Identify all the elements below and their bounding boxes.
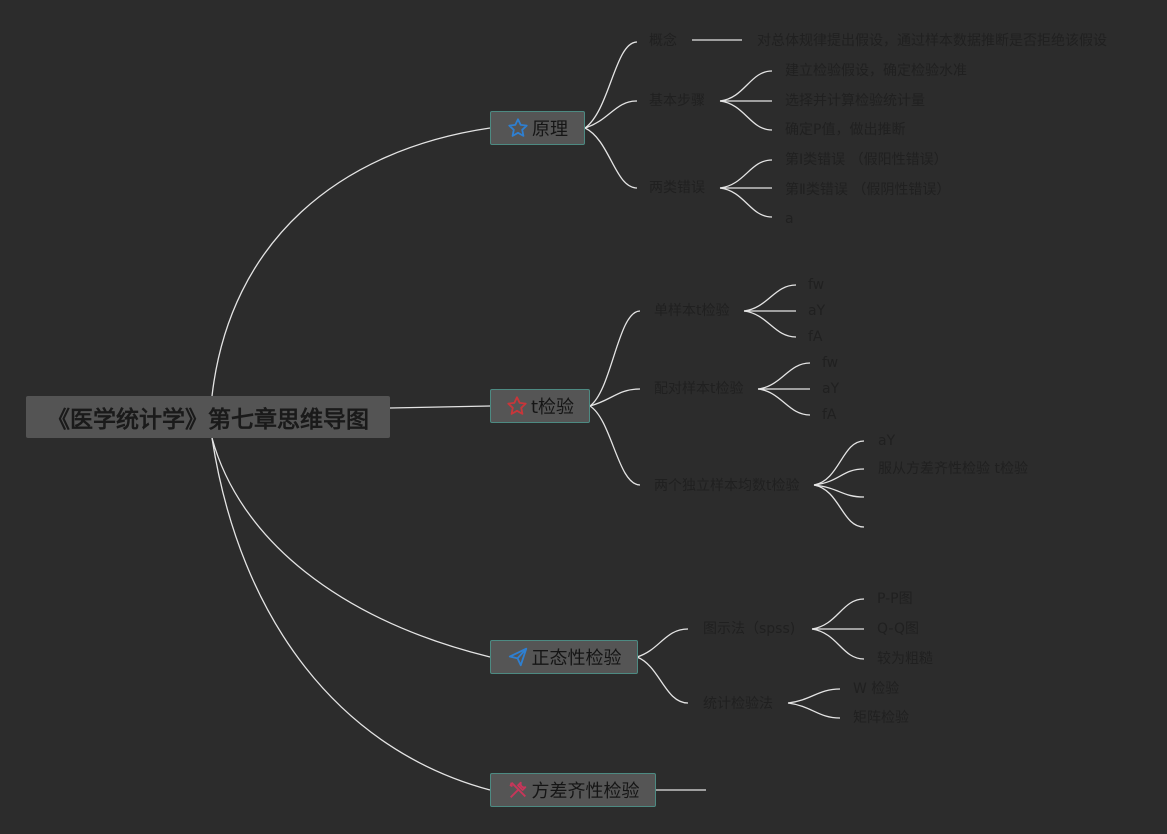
branch-label: 正态性检验 bbox=[531, 648, 622, 669]
star-outline-icon bbox=[508, 118, 528, 137]
topic-qq-plot[interactable]: Q-Q图 bbox=[877, 621, 919, 637]
branch-t-test[interactable]: t检验 bbox=[490, 389, 590, 423]
tools-icon bbox=[509, 781, 526, 798]
star-outline-icon bbox=[507, 396, 527, 415]
branch-principle[interactable]: 原理 bbox=[490, 111, 585, 145]
topic-step-1[interactable]: 建立检验假设，确定检验水准 bbox=[785, 63, 967, 79]
topic-leaf[interactable]: fw bbox=[808, 277, 825, 293]
branch-label: 方差齐性检验 bbox=[531, 781, 640, 802]
topic-leaf[interactable]: aY bbox=[808, 303, 826, 319]
branch-variance-homogeneity-test[interactable]: 方差齐性检验 bbox=[490, 773, 656, 807]
topic-pp-plot[interactable]: P-P图 bbox=[877, 591, 913, 607]
topic-concept[interactable]: 概念 bbox=[649, 33, 677, 49]
topic-leaf[interactable]: 服从方差齐性检验 t检验 bbox=[878, 461, 1028, 477]
topic-graphical-method[interactable]: 图示法（spss) bbox=[703, 621, 796, 637]
topic-leaf[interactable]: aY bbox=[878, 433, 896, 449]
topic-concept-description[interactable]: 对总体规律提出假设，通过样本数据推断是否拒绝该假设 bbox=[757, 33, 1107, 49]
topic-alpha[interactable]: a bbox=[785, 211, 794, 227]
topic-step-2[interactable]: 选择并计算检验统计量 bbox=[785, 93, 925, 109]
topic-paired-t-test[interactable]: 配对样本t检验 bbox=[654, 381, 744, 397]
topic-matrix-test[interactable]: 矩阵检验 bbox=[853, 710, 909, 726]
topic-statistical-test-method[interactable]: 统计检验法 bbox=[703, 696, 773, 712]
branch-label: 原理 bbox=[532, 119, 568, 140]
topic-independent-samples-t-test[interactable]: 两个独立样本均数t检验 bbox=[654, 478, 800, 494]
topic-leaf[interactable]: fw bbox=[822, 355, 839, 371]
topic-step-3[interactable]: 确定P值，做出推断 bbox=[785, 122, 906, 138]
topic-leaf[interactable]: fA bbox=[808, 329, 823, 345]
branch-normality-test[interactable]: 正态性检验 bbox=[490, 640, 638, 674]
topic-w-test[interactable]: W 检验 bbox=[853, 681, 900, 697]
topic-leaf[interactable]: fA bbox=[822, 407, 837, 423]
paper-plane-icon bbox=[508, 647, 527, 667]
topic-rough[interactable]: 较为粗糙 bbox=[877, 651, 933, 667]
branch-label: t检验 bbox=[530, 397, 575, 418]
root-topic[interactable]: 《医学统计学》第七章思维导图 bbox=[26, 396, 390, 438]
topic-type-2-error[interactable]: 第Ⅱ类错误 （假阴性错误） bbox=[785, 182, 951, 198]
topic-basic-steps[interactable]: 基本步骤 bbox=[649, 93, 705, 109]
topic-leaf[interactable]: aY bbox=[822, 381, 840, 397]
topic-two-error-types[interactable]: 两类错误 bbox=[649, 180, 705, 196]
topic-single-sample-t-test[interactable]: 单样本t检验 bbox=[654, 303, 730, 319]
topic-type-1-error[interactable]: 第Ⅰ类错误 （假阳性错误） bbox=[785, 152, 948, 168]
